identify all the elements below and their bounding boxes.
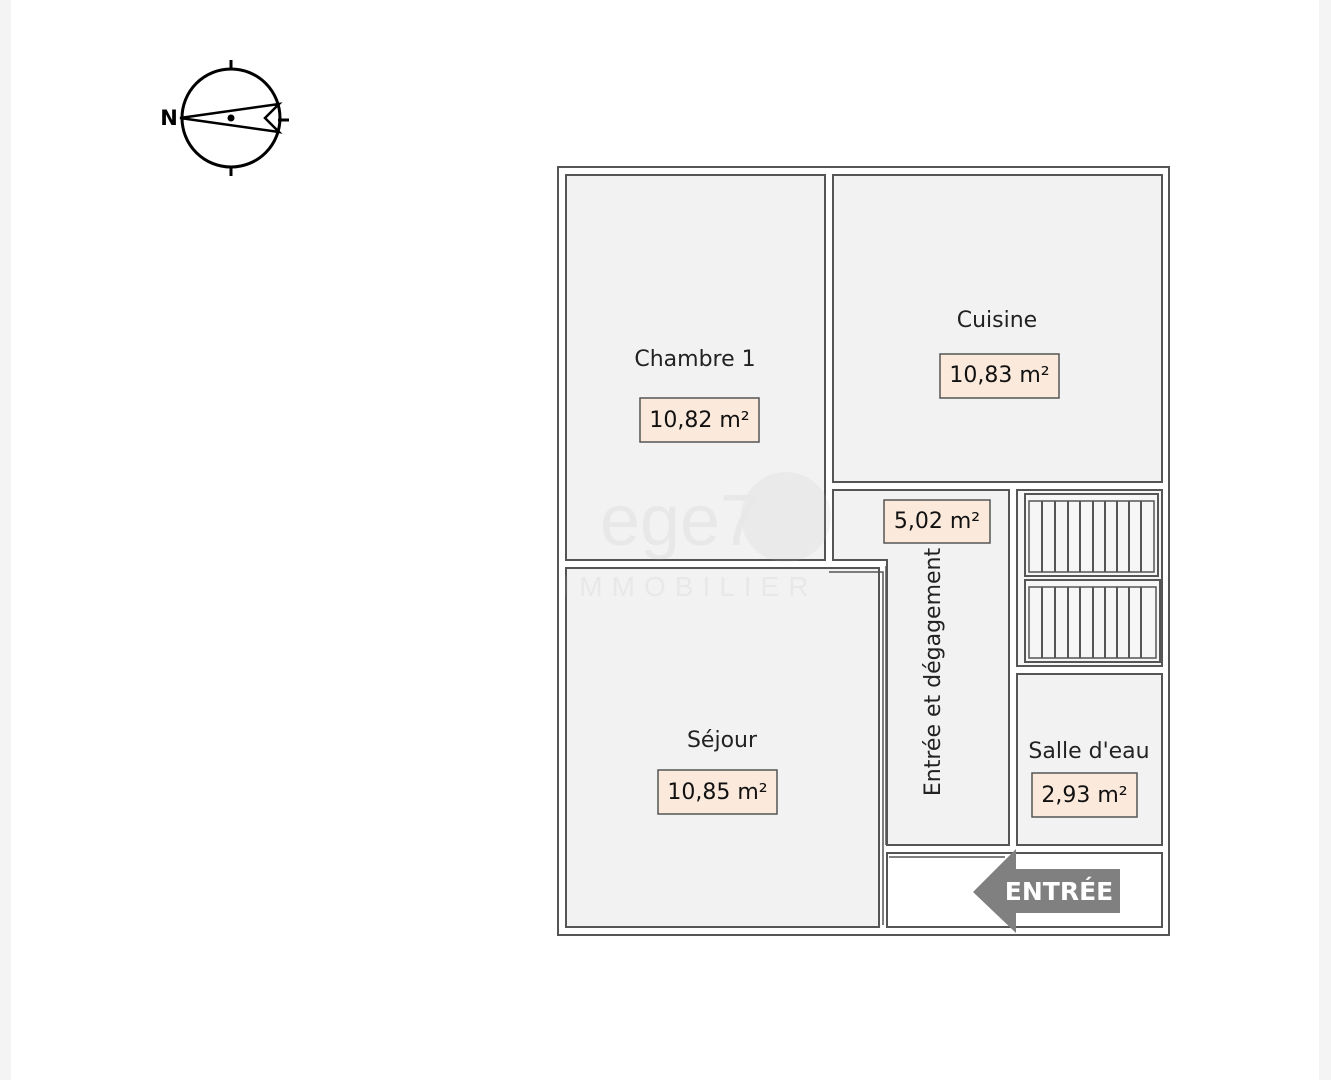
room-label-sejour: Séjour [687,728,758,753]
entry-label: ENTRÉE [1005,877,1113,906]
staircase-icon [1024,493,1161,663]
room-label-entree-degagement: Entrée et dégagement [921,548,946,797]
room-label-cuisine: Cuisine [957,308,1037,333]
wall-details [829,566,1005,925]
room-entree-degagement [832,489,1010,846]
area-value-sejour: 10,85 m² [667,780,767,805]
area-box-salle-d-eau [1031,772,1138,818]
area-box-chambre-1 [639,397,760,443]
compass-north-label: N [160,106,178,130]
area-value-entree-degagement: 5,02 m² [894,509,980,534]
area-value-salle-d-eau: 2,93 m² [1041,783,1127,808]
area-box-cuisine [939,353,1060,399]
room-label-chambre-1: Chambre 1 [634,347,755,372]
area-value-cuisine: 10,83 m² [949,363,1049,388]
area-box-sejour [657,769,778,815]
watermark-brand: ege7 [600,481,760,561]
compass-icon: N [160,60,289,176]
entry-arrow-icon: ENTRÉE [973,849,1120,933]
area-value-chambre-1: 10,82 m² [649,408,749,433]
room-cuisine [832,174,1163,483]
area-box-entree-degagement [883,499,991,544]
room-label-salle-d-eau: Salle d'eau [1028,739,1149,764]
watermark-logo: ege7 IMMOBILIER [563,472,831,602]
room-chambre-1 [565,174,826,561]
watermark-subtitle: IMMOBILIER [563,571,818,602]
room-sejour [565,567,880,928]
